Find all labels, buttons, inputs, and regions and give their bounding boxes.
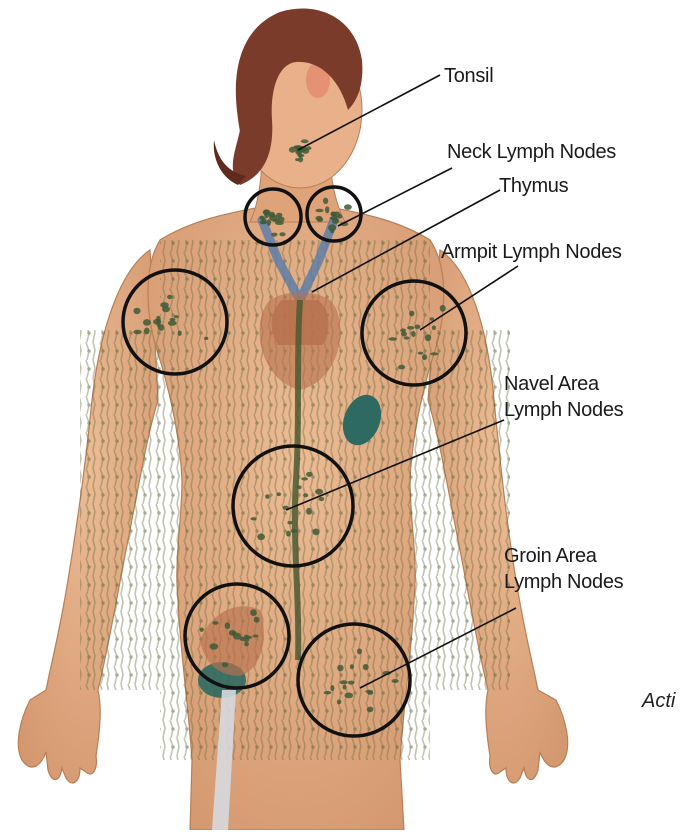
label-groin-line1: Groin Area <box>504 543 597 569</box>
lymph-node-dot <box>400 328 406 332</box>
lymph-node-dot <box>343 685 347 690</box>
lymph-node-dot <box>306 146 311 150</box>
lymph-node-dot <box>418 352 424 355</box>
lymph-node-dot <box>158 324 165 331</box>
lymph-node-dot <box>263 209 271 215</box>
lymph-node-dot <box>330 212 335 217</box>
lymph-node-dot <box>257 534 265 541</box>
lymph-node-dot <box>332 218 339 224</box>
lymph-node-dot <box>167 295 172 299</box>
lymph-node-dot <box>143 319 151 326</box>
lymph-node-dot <box>287 521 293 525</box>
lymph-node-dot <box>306 472 313 477</box>
lymph-node-dot <box>209 643 218 649</box>
lymph-node-dot <box>153 319 161 325</box>
lymph-node-dot <box>365 690 373 693</box>
lymph-node-dot <box>303 493 308 497</box>
lymph-node-dot <box>279 232 285 236</box>
lymph-node-dot <box>229 630 236 636</box>
lymph-node-dot <box>174 315 179 318</box>
lymph-node-dot <box>133 330 141 335</box>
lymph-node-dot <box>301 139 309 143</box>
lymph-node-dot <box>357 648 362 654</box>
lymph-node-dot <box>363 664 369 670</box>
lymph-node-dot <box>319 497 325 501</box>
label-groin-line2: Lymph Nodes <box>504 569 623 595</box>
lymph-node-dot <box>340 680 348 684</box>
lymph-node-dot <box>239 637 244 641</box>
lymph-node-dot <box>222 662 228 667</box>
lymph-node-dot <box>407 326 414 330</box>
label-thymus: Thymus <box>499 174 568 198</box>
lymph-node-dot <box>204 337 208 340</box>
lymph-node-dot <box>254 617 260 623</box>
lymph-node-dot <box>252 635 258 638</box>
lymph-node-dot <box>162 306 170 312</box>
lymph-node-dot <box>301 477 308 480</box>
lymph-node-dot <box>398 365 405 370</box>
label-navel-line2: Lymph Nodes <box>504 397 623 423</box>
lymph-node-dot <box>430 317 434 321</box>
lymph-node-dot <box>315 209 323 213</box>
lymph-node-dot <box>350 664 354 669</box>
lymph-node-dot <box>430 352 438 355</box>
lymph-node-dot <box>348 681 355 685</box>
lymph-node-dot <box>200 628 204 632</box>
lymph-node-dot <box>404 336 410 339</box>
lymph-node-dot <box>133 308 140 314</box>
lymph-node-dot <box>325 206 329 213</box>
lymph-node-dot <box>295 158 299 161</box>
lymph-node-dot <box>440 305 446 312</box>
lymph-node-dot <box>286 531 291 537</box>
lymph-node-dot <box>144 328 150 335</box>
lymph-node-dot <box>330 229 334 233</box>
lymph-node-dot <box>388 337 397 340</box>
lymph-node-dot <box>323 198 328 204</box>
lymph-node-dot <box>330 685 334 691</box>
lymph-node-dot <box>315 489 323 495</box>
lymph-node-dot <box>260 220 267 224</box>
lymph-node-dot <box>425 334 431 341</box>
label-neck-lymph-nodes: Neck Lymph Nodes <box>447 140 616 164</box>
lymph-node-dot <box>297 485 301 489</box>
lymph-node-dot <box>422 354 427 360</box>
lymph-node-dot <box>432 326 436 331</box>
lymph-node-dot <box>251 517 257 520</box>
lymph-node-dot <box>313 529 320 536</box>
lymph-node-dot <box>250 609 257 616</box>
lymph-node-dot <box>277 492 281 496</box>
lymph-node-dot <box>345 693 354 699</box>
label-navel-line1: Navel Area <box>504 371 599 397</box>
lymph-node-dot <box>271 233 277 237</box>
lymph-node-dot <box>392 679 399 683</box>
lymph-node-dot <box>244 642 249 647</box>
lymph-node-dot <box>337 665 343 671</box>
lymph-node-dot <box>276 213 282 218</box>
lymph-node-dot <box>267 219 271 226</box>
cutoff-text: Acti <box>642 690 675 713</box>
lymph-node-dot <box>306 508 312 515</box>
lymph-node-dot <box>324 691 332 694</box>
label-tonsil: Tonsil <box>444 64 493 88</box>
lymph-node-dot <box>409 311 414 317</box>
lymph-node-dot <box>337 700 341 705</box>
lymph-node-dot <box>337 214 342 218</box>
lymph-node-dot <box>178 331 182 336</box>
lymph-node-dot <box>225 622 230 629</box>
lymph-node-dot <box>415 325 421 330</box>
lymph-node-dot <box>411 331 415 337</box>
lymph-node-dot <box>344 204 352 210</box>
lymph-node-dot <box>168 321 177 326</box>
lymph-node-dot <box>291 529 298 533</box>
lymph-node-dot <box>265 494 270 499</box>
lymph-node-dot <box>315 216 322 221</box>
lymph-node-dot <box>367 707 374 712</box>
label-armpit-lymph-nodes: Armpit Lymph Nodes <box>441 240 622 264</box>
lymph-node-dot <box>212 621 218 624</box>
